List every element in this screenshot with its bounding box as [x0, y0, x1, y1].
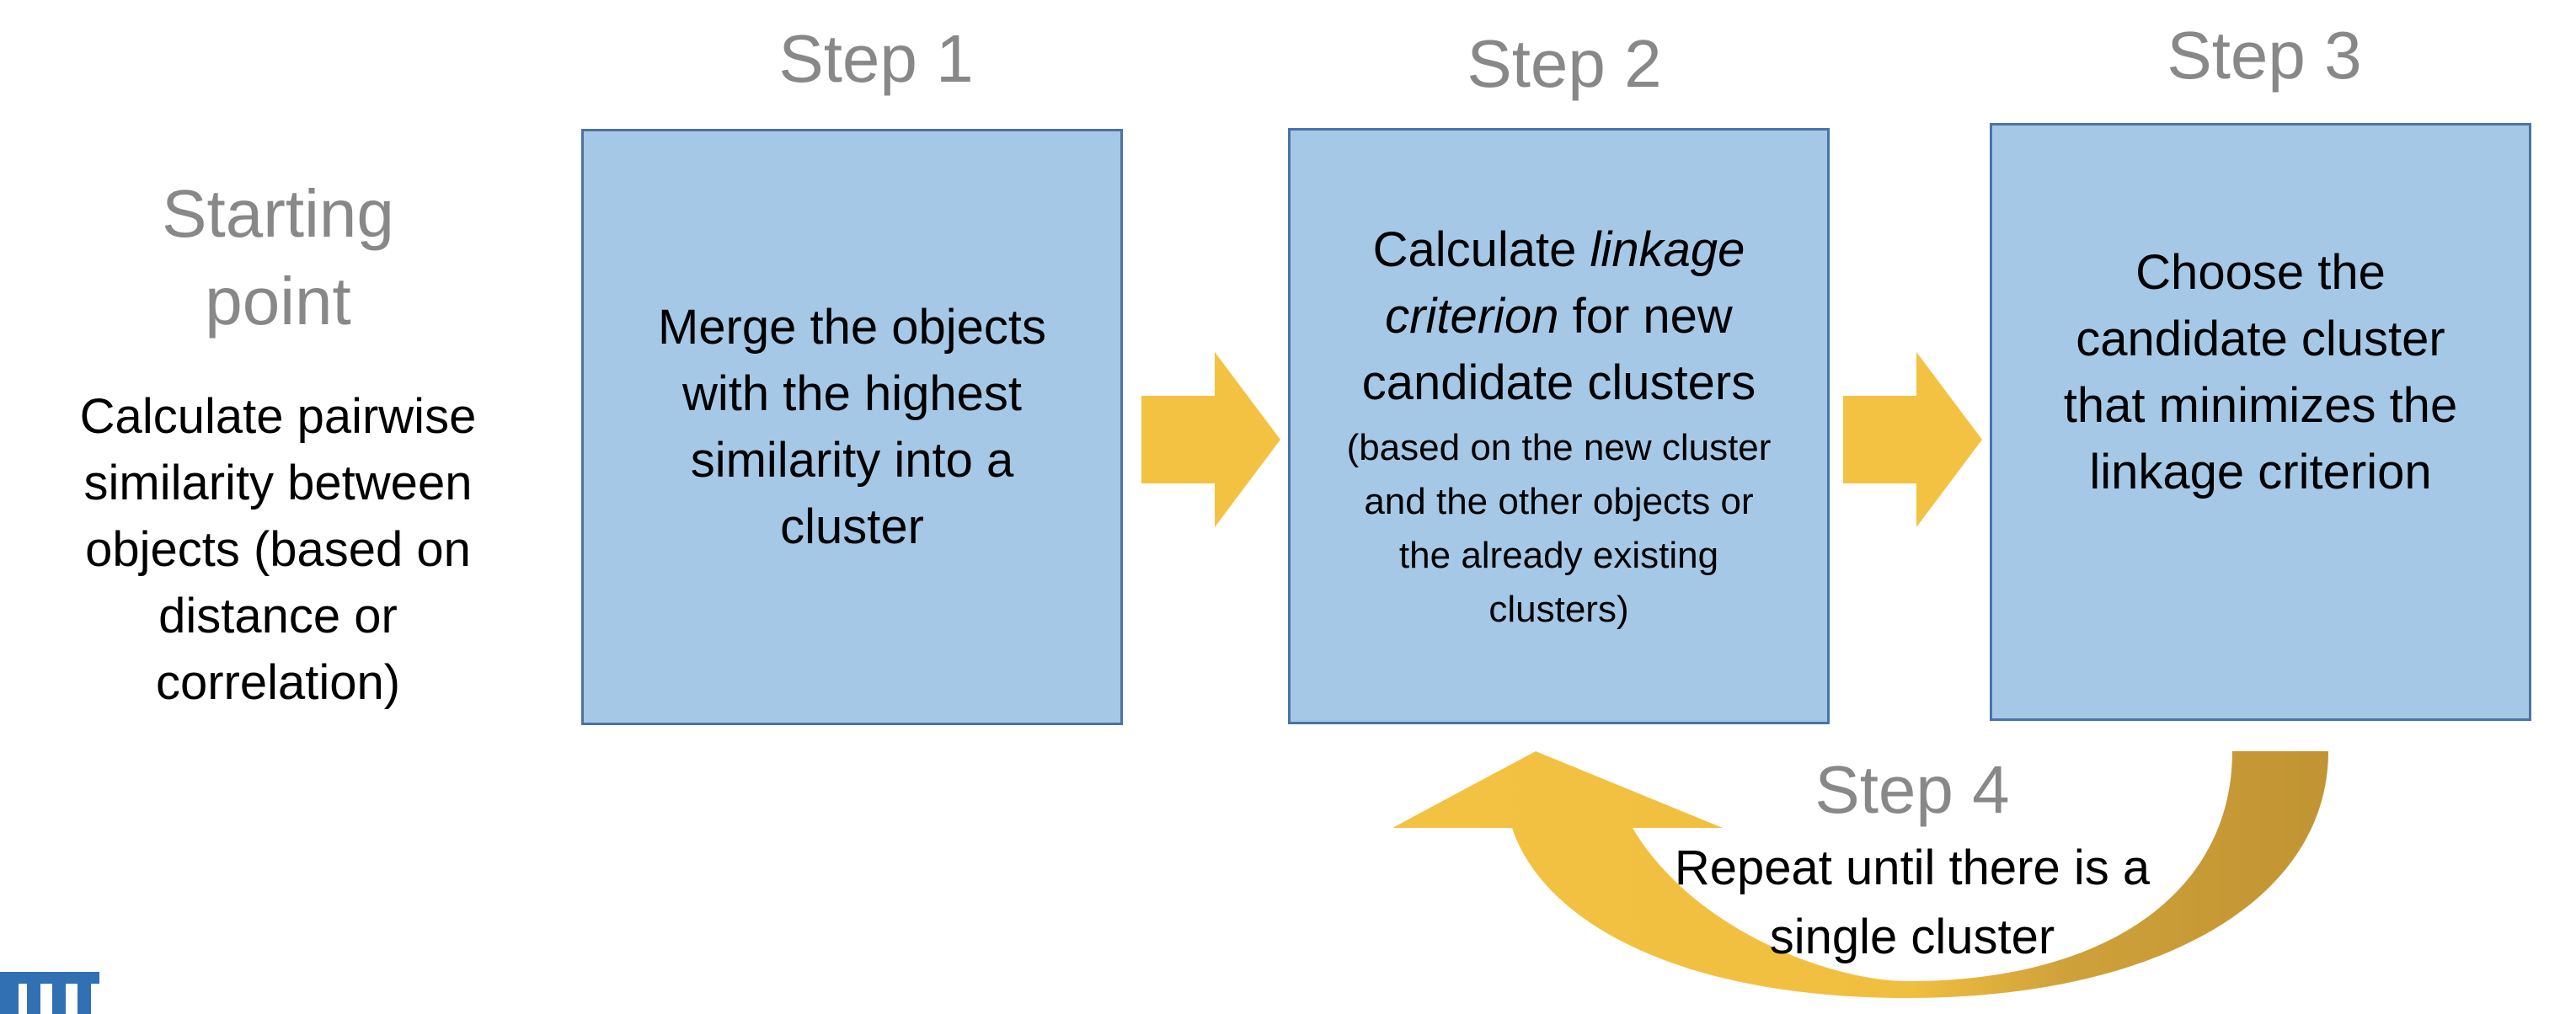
- step3-line: Choose the: [2135, 245, 2386, 300]
- step3-heading: Step 3: [2167, 18, 2362, 93]
- step2-linkage-italic: linkage: [1590, 221, 1745, 277]
- step3-line: that minimizes the: [2063, 378, 2458, 433]
- step2-line: candidate clusters: [1361, 355, 1756, 410]
- arrow-step2-to-step3: [1843, 352, 1982, 527]
- step2-line2-suffix: for new: [1558, 288, 1733, 344]
- step3-line: candidate cluster: [2076, 312, 2445, 366]
- step1-line: cluster: [780, 499, 924, 554]
- arrow-step1-to-step2: [1141, 352, 1280, 527]
- step4-description: Repeat until there is a single cluster: [1575, 834, 2249, 972]
- step2-box: Calculate linkage criterion for new cand…: [1288, 128, 1830, 724]
- start-line: correlation): [155, 655, 401, 710]
- step2-criterion-italic: criterion: [1385, 288, 1559, 344]
- starting-point-heading: Starting point: [110, 170, 446, 345]
- step2-heading: Step 2: [1467, 26, 1662, 101]
- step1-text: Merge the objects with the highest simil…: [658, 294, 1046, 560]
- step2-note-line: and the other objects or: [1364, 480, 1754, 522]
- step1-line: similarity into a: [690, 433, 1014, 488]
- step4-line: single cluster: [1769, 910, 2055, 964]
- step4-heading: Step 4: [1814, 752, 2010, 827]
- start-line: distance or: [158, 589, 398, 643]
- step1-heading: Step 1: [778, 21, 974, 96]
- loop-arrow-step4: [1392, 751, 2328, 998]
- starting-point-heading-line2: point: [205, 264, 351, 339]
- step2-note-line: the already existing: [1398, 534, 1719, 576]
- step1-line: Merge the objects: [657, 300, 1047, 355]
- step2-text: Calculate linkage criterion for new cand…: [1362, 216, 1756, 416]
- step2-note: (based on the new cluster and the other …: [1347, 421, 1772, 637]
- tum-logo: [0, 972, 99, 1014]
- step2-line: criterion for new: [1362, 283, 1756, 350]
- step3-line: linkage criterion: [2089, 445, 2432, 499]
- step3-text: Choose the candidate cluster that minimi…: [2064, 239, 2457, 505]
- step2-line1-prefix: Calculate: [1372, 221, 1590, 277]
- starting-point-heading-line1: Starting: [162, 176, 394, 251]
- start-line: Calculate pairwise: [79, 389, 477, 444]
- step4-line: Repeat until there is a: [1674, 841, 2151, 895]
- start-line: similarity between: [83, 456, 473, 510]
- step1-box: Merge the objects with the highest simil…: [581, 129, 1123, 725]
- step2-line: Calculate linkage: [1362, 216, 1756, 283]
- step3-box: Choose the candidate cluster that minimi…: [1990, 123, 2531, 721]
- start-line: objects (based on: [85, 522, 471, 577]
- step1-line: with the highest: [681, 366, 1023, 421]
- starting-point-description: Calculate pairwise similarity between ob…: [17, 383, 539, 716]
- step2-note-line: (based on the new cluster: [1346, 426, 1772, 468]
- step2-note-line: clusters): [1488, 588, 1629, 630]
